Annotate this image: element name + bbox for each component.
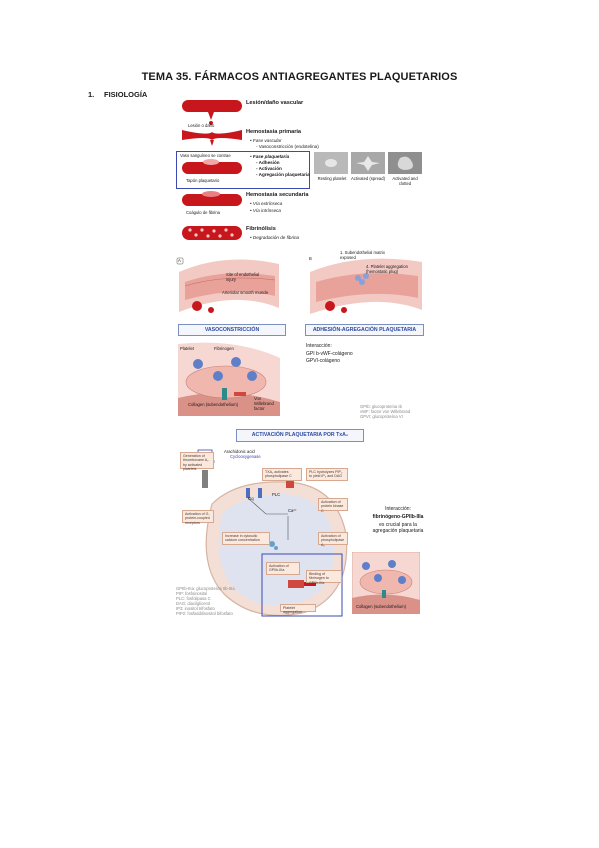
diagram-label: Collagen (subendothelium) (188, 402, 239, 407)
diagram-label: Von Willebrand factor (254, 396, 274, 411)
interaction-2-bold: fibrinógeno-GPIIb-IIIa (372, 514, 424, 520)
interaction-1-line: GPVI-colágeno (306, 358, 340, 364)
activation-label: Arachidonic acid (224, 449, 255, 454)
glossary-2-item: DAG: diacilglicerol (176, 601, 211, 606)
phase-platelet-item: - Activación (256, 166, 282, 171)
activation-note: Activation of protein kinase C (318, 498, 348, 513)
platelet-aggregation-diagram (352, 552, 420, 614)
micro-caption: Activated (spread) (351, 176, 385, 181)
activation-note: Platelet aggregation (280, 604, 316, 614)
diagram-label: Fibrinogen (214, 346, 234, 351)
activation-label: Ca²⁺ (288, 508, 297, 513)
phase-primary-item: • Fase vascular (250, 138, 282, 143)
vessel-fibrinolysis-illustration (182, 226, 242, 240)
activation-note: Increase in cytosolic calcium concentrat… (222, 532, 270, 545)
vessel-label: Site of endothelial injury (226, 272, 260, 282)
micro-caption: Activated and clotted (392, 176, 418, 186)
glossary-2-item: GPIIb-IIIa: glucoproteína IIb-IIIa (176, 586, 235, 591)
phase-secondary-item: • Vía intrínseca (250, 208, 281, 213)
hemostasis-vessel-figure (182, 100, 242, 240)
activation-note: PLC hydrolyzes PIP₂ to yield IP₃ and DAG (306, 468, 348, 481)
vessel-vasoconstriction-diagram (176, 257, 279, 313)
glossary-2-item: PLC: fosfolipasa C (176, 596, 211, 601)
vessel-platelet-plug-illustration (182, 159, 242, 174)
glossary-1-item: GPVI: glucoproteína VI (360, 414, 403, 419)
platelet-phase-highlight-box (176, 151, 310, 189)
glossary-1-item: vWF: factor von Willebrand (360, 409, 411, 414)
adhesion-banner: ADHESIÓN-AGREGACIÓN PLAQUETARIA (305, 324, 424, 336)
glossary-2-item: PIP2: fosfatidilinositol bifosfato (176, 611, 233, 616)
interaction-1-line: GPI b-vWF-colágeno (306, 351, 353, 357)
tapon-caption: Tapón plaquetario (186, 178, 220, 183)
vessel-label: 4. Platelet aggregation (hemostatic plug… (366, 264, 408, 274)
activation-label: PLC (272, 492, 281, 497)
phase-primary-title: Hemostasia primaria (246, 129, 302, 135)
phase-platelet-item: - Agregación plaquetaria (256, 172, 310, 177)
glossary-2-item: PIP: fosfoinositol (176, 591, 208, 596)
activation-note: Binding of fibrinogen to GPIIb-IIIa (306, 570, 342, 585)
platelet-adhesion-diagram (178, 342, 280, 416)
coagulo-caption: Coágulo de fibrina (186, 210, 220, 215)
platelet-micrographs (314, 152, 422, 174)
panel-tag: B (309, 256, 312, 261)
vessel-fibrin-clot-illustration (182, 191, 242, 206)
vessel-label: 1. Subendothelial matrix exposed (340, 250, 385, 260)
phase-platelet-item: - Adhesión (256, 160, 280, 165)
activation-note: TXA₂ activates phospholipase C (262, 468, 302, 481)
vessel-injury-illustration (182, 100, 242, 125)
vaso-caption: Vaso sanguíneo se contrae (180, 153, 231, 158)
phase-secondary-title: Hemostasia secundaria (246, 192, 309, 198)
phase-lesion-title: Lesión/daño vascular (246, 100, 304, 106)
interaction-2-rest: es crucial para la agregación plaquetari… (372, 522, 424, 534)
phase-secondary-item: • Vía extrínseca (250, 201, 283, 206)
interaction-2-header: Interacción: (385, 506, 411, 512)
vessel-adhesion-diagram (310, 258, 422, 314)
glossary-2-item: IP3: inositol trifosfato (176, 606, 215, 611)
interaction-1-header: Interacción: (306, 343, 332, 349)
vessel-constriction-illustration (182, 130, 242, 146)
lesion-caption: Lesión o daño (188, 123, 215, 128)
diagram-label: Platelet (180, 346, 194, 351)
activation-banner: ACTIVACIÓN PLAQUETARIA POR TxA₂ (236, 429, 364, 442)
vasoconstriction-banner: VASOCONSTRICCIÓN (178, 324, 286, 336)
page-title: TEMA 35. FÁRMACOS ANTIAGREGANTES PLAQUET… (141, 71, 458, 83)
phase-fibrinolysis-title: Fibrinólisis (246, 226, 276, 232)
activation-label: Cyclooxygenase (230, 454, 261, 459)
activation-note: Activation of GPIIb-IIIa (266, 562, 300, 575)
vessel-label: Arteriolar smooth muscle (222, 290, 269, 295)
activation-note: Generation of thromboxane A₂ by activate… (180, 452, 214, 471)
micro-caption: Resting platelet (317, 176, 347, 181)
diagram-label: Collagen (subendothelium) (356, 604, 407, 609)
glossary-1-item: GPIb: glucoproteína Ib (360, 404, 402, 409)
panel-tag: A (178, 258, 181, 263)
phase-primary-item: - Vasoconstricción (endotelina) (256, 144, 319, 149)
section-title: FISIOLOGÍA (104, 90, 148, 99)
section-number: 1. (88, 90, 95, 99)
activation-label: Gq (248, 496, 254, 501)
phase-fibrinolysis-item: • Degradación de fibrina (250, 235, 300, 240)
activation-note: Activation of G-protein-coupled receptor… (182, 510, 214, 525)
activation-note: Activation of phospholipase A₂ (318, 532, 348, 547)
phase-platelet-title: • Fase plaquetaria (250, 154, 290, 159)
